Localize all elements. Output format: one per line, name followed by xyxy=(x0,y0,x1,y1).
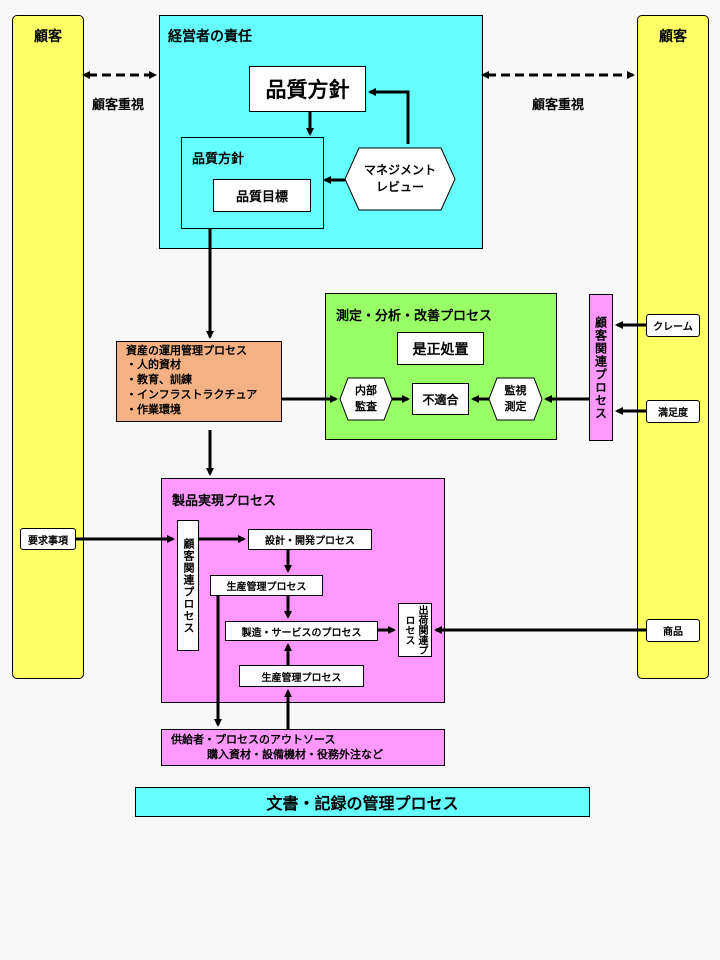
internal-audit: 内部 監査 xyxy=(340,382,392,416)
shipping-related-process-label: 出荷関連プロセス xyxy=(403,605,427,655)
customer-focus-right: 顧客重視 xyxy=(532,98,585,113)
internal-audit-line1: 内部 xyxy=(355,384,377,397)
customer-label-right: 顧客 xyxy=(659,29,687,45)
supplier-line1: 供給者・プロセスのアウトソース xyxy=(171,733,336,746)
corrective-action: 是正処置 xyxy=(397,332,484,365)
production-management-process-1: 生産管理プロセス xyxy=(210,575,323,596)
quality-objectives: 品質目標 xyxy=(213,179,311,212)
supplier-outsource-box xyxy=(161,729,445,766)
requirements-box: 要求事項 xyxy=(20,528,76,550)
customer-related-process-right-label: 顧客関連プロセス xyxy=(593,315,608,420)
customer-label-left: 顧客 xyxy=(34,29,62,45)
manufacturing-service-process: 製造・サービスのプロセス xyxy=(225,621,378,641)
goods-box: 商品 xyxy=(646,619,700,642)
management-review-line2: レビュー xyxy=(375,180,424,194)
supplier-line2: 購入資材・設備機材・役務外注など xyxy=(207,748,383,761)
resource-management-title: 資産の運用管理プロセス xyxy=(126,344,247,357)
measurement-title: 測定・分析・改善プロセス xyxy=(336,309,493,324)
satisfaction-box: 満足度 xyxy=(646,400,700,423)
customer-related-process-inner-label: 顧客関連プロセス xyxy=(182,537,195,634)
customer-focus-left: 顧客重視 xyxy=(92,98,145,113)
customer-related-process-inner: 顧客関連プロセス xyxy=(177,520,199,651)
internal-audit-line2: 監査 xyxy=(355,400,377,413)
resource-item: ・インフラストラクチュア xyxy=(126,388,258,401)
shipping-related-process: 出荷関連プロセス xyxy=(398,603,432,657)
monitoring-measurement: 監視 測定 xyxy=(489,382,542,416)
customer-column-right xyxy=(637,15,709,679)
customer-related-process-right: 顧客関連プロセス xyxy=(589,294,613,441)
customer-column-left xyxy=(12,15,84,679)
resource-items: ・人的資材 ・教育、訓練 ・インフラストラクチュア ・作業環境 xyxy=(126,357,257,417)
monitoring-line1: 監視 xyxy=(504,384,527,397)
nonconformity: 不適合 xyxy=(412,383,469,415)
document-record-control: 文書・記録の管理プロセス xyxy=(135,787,590,817)
resource-item: ・教育、訓練 xyxy=(126,373,192,386)
quality-policy-top: 品質方針 xyxy=(249,66,366,112)
management-review: マネジメント レビュー xyxy=(345,162,455,196)
resource-item: ・人的資材 xyxy=(126,358,181,371)
resource-management-box xyxy=(116,341,282,422)
quality-policy-box-title: 品質方針 xyxy=(192,152,245,167)
monitoring-line2: 測定 xyxy=(504,400,527,413)
management-title: 経営者の責任 xyxy=(168,29,252,45)
production-management-process-2: 生産管理プロセス xyxy=(239,665,364,687)
complaint-box: クレーム xyxy=(646,314,700,337)
design-development-process: 設計・開発プロセス xyxy=(248,529,372,550)
product-realization-title: 製品実現プロセス xyxy=(172,494,277,509)
management-review-line1: マネジメント xyxy=(363,163,436,177)
resource-item: ・作業環境 xyxy=(126,403,181,416)
